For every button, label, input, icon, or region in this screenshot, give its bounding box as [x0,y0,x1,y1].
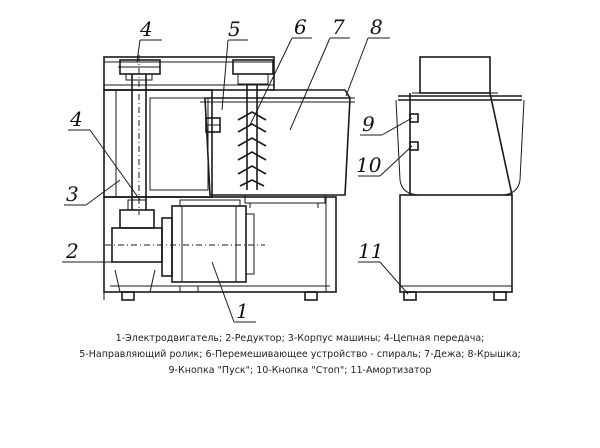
electric-motor [161,199,255,283]
front-feet [121,285,318,301]
callout-labels: 4 5 6 7 8 4 3 2 1 9 10 11 [65,15,383,323]
callout-5: 5 [228,17,241,41]
stop-button-shape [409,141,419,151]
side-view [395,56,525,301]
callout-8: 8 [370,15,383,39]
bowl [200,89,355,208]
callout-7: 7 [332,15,345,39]
callout-2: 2 [65,239,79,263]
legend-line-2: 5-Направляющий ролик; 6-Перемешивающее у… [79,349,521,360]
machine-body [103,55,213,300]
front-view [103,55,355,301]
callout-10: 10 [356,153,382,177]
callout-4-top: 4 [139,17,153,41]
chain-drive-housing [103,56,275,91]
legend-line-1: 1-Электродвигатель; 2-Редуктор; 3-Корпус… [115,333,485,344]
callout-6: 6 [294,15,307,39]
lower-housing [103,196,337,293]
callout-1: 1 [236,299,249,323]
callout-4-left: 4 [69,107,83,131]
gearbox [105,199,265,263]
spiral-mixer [237,84,267,190]
leader-lines [62,37,413,323]
callout-3: 3 [66,182,79,206]
callout-9: 9 [362,112,375,136]
start-button-shape [409,113,419,123]
legend-line-3: 9-Кнопка "Пуск"; 10-Кнопка "Стоп"; 11-Ам… [168,365,432,376]
callout-11: 11 [358,239,383,263]
